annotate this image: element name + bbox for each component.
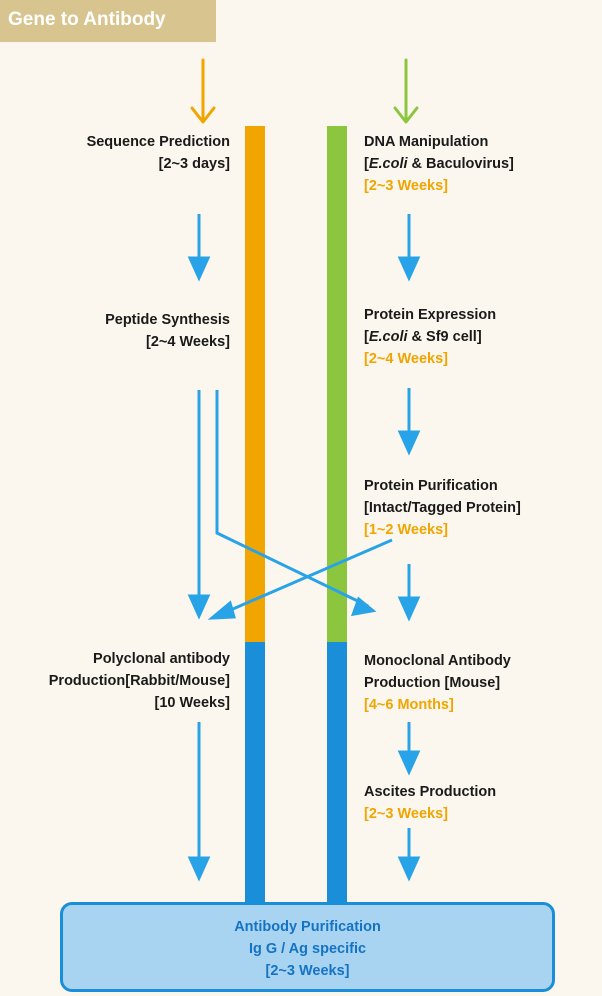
step-polyclonal-production: Polyclonal antibody Production[Rabbit/Mo… (48, 651, 230, 711)
step-protein-purification: Protein Purification [Intact/Tagged Prot… (364, 478, 521, 538)
step-sequence-prediction: Sequence Prediction [2~3 days] (86, 134, 230, 172)
orange-bar (245, 126, 265, 642)
arrow-purification-to-polyclonal (207, 538, 393, 620)
step-peptide-synthesis: Peptide Synthesis [2~4 Weeks] (105, 312, 230, 350)
step-ascites-production: Ascites Production [2~3 Weeks] (364, 784, 497, 822)
arrow-sequence-to-peptide (187, 214, 211, 282)
green-bar (327, 126, 347, 642)
arrow-peptide-to-polyclonal (187, 390, 211, 620)
arrow-expression-to-purification (397, 388, 421, 456)
section-title: Gene to Antibody (0, 0, 216, 42)
blue-bar-left (245, 642, 265, 904)
arrow-ascites-to-purification (397, 828, 421, 882)
arrow-polyclonal-to-purification (187, 722, 211, 882)
green-entry-arrow (393, 58, 419, 124)
arrow-purification-to-monoclonal (397, 564, 421, 622)
arrow-dna-to-expression (397, 214, 421, 282)
arrow-monoclonal-to-ascites (397, 722, 421, 776)
step-dna-manipulation: DNA Manipulation [E.coli & Baculovirus] … (364, 134, 514, 194)
blue-bar-right (327, 642, 347, 904)
step-protein-expression: Protein Expression [E.coli & Sf9 cell] [… (364, 307, 497, 367)
arrow-peptide-to-monoclonal (215, 390, 377, 617)
orange-entry-arrow (190, 58, 216, 124)
step-monoclonal-production: Monoclonal Antibody Production [Mouse] [… (364, 653, 511, 713)
antibody-purification-box: Antibody Purification Ig G / Ag specific… (60, 902, 555, 992)
